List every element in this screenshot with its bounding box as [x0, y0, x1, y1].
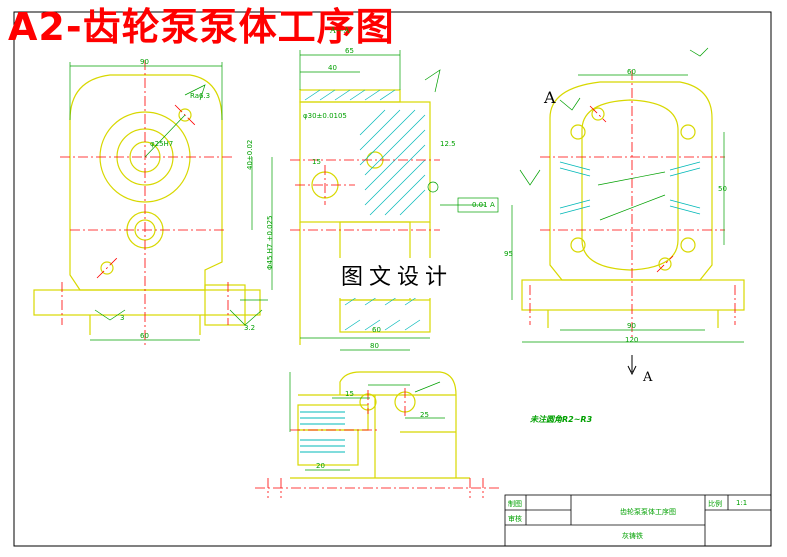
detail-hatch — [300, 411, 345, 453]
section-caption: A—A — [330, 26, 350, 35]
title-block-scale-label: 比例 — [708, 500, 722, 508]
section-dimension-lines — [299, 50, 499, 351]
dim-front-center-height: Φ45 H7 +0.025 — [266, 215, 274, 271]
dim-front-height: 40±0.02 — [246, 139, 254, 170]
front-view — [33, 74, 261, 335]
roughness-a: Ra6.3 — [190, 92, 211, 100]
datum-label: A — [490, 201, 495, 209]
dim-section-bottom-inner: 60 — [372, 326, 381, 334]
title-block-material: 灰铸铁 — [622, 532, 643, 540]
dim-section-bottom: 80 — [370, 342, 379, 350]
detail-centerlines — [255, 388, 500, 498]
drawing-title: A2-齿轮泵泵体工序图 — [8, 5, 395, 49]
title-block-checked: 审核 — [508, 515, 522, 523]
dim-front-bottom-width: 60 — [140, 332, 149, 340]
right-hatch — [559, 161, 701, 215]
dim-detail-offset: 15 — [345, 390, 354, 398]
title-block-name: 齿轮泵泵体工序图 — [620, 508, 676, 516]
dim-front-top-width: 90 — [140, 58, 149, 66]
right-centerlines — [529, 70, 736, 340]
title-block-scale-value: 1:1 — [736, 499, 748, 507]
view-label-a: A — [544, 88, 556, 107]
sheet-border — [13, 11, 772, 547]
dim-front-base: 3 — [120, 314, 125, 322]
right-dimension-lines — [511, 47, 744, 343]
dim-right-top: 60 — [627, 68, 636, 76]
technical-note: 未注圆角R2~R3 — [530, 415, 593, 424]
dim-front-hole: φ25H7 — [150, 140, 174, 148]
title-block-drawn: 制图 — [508, 500, 522, 508]
arrow-label-a: A — [643, 370, 653, 385]
roughness-b: 3.2 — [244, 324, 256, 332]
dim-section-bore: φ30±0.0105 — [303, 112, 347, 120]
dim-detail-width: 20 — [316, 462, 325, 470]
dim-right-width: 120 — [625, 336, 639, 344]
section-view — [299, 89, 431, 345]
watermark: 图文设计 — [318, 258, 476, 298]
front-dimension-lines — [69, 62, 273, 341]
right-view — [521, 81, 745, 328]
dim-detail-depth: 25 — [420, 411, 429, 419]
dim-right-height: 50 — [718, 185, 727, 193]
front-centerlines — [60, 60, 235, 345]
dim-section-inner: 40 — [328, 64, 337, 72]
title-block-frame — [504, 494, 772, 547]
dim-section-depth: 15 — [312, 158, 321, 166]
dim-section-width: 65 — [345, 47, 354, 55]
roughness-c: 12.5 — [440, 140, 456, 148]
section-centerlines — [290, 159, 440, 231]
dim-right-total: 95 — [504, 250, 513, 258]
detail-dimension-lines — [289, 372, 445, 471]
dim-right-width-inner: 90 — [627, 322, 636, 330]
view-arrow — [627, 355, 637, 376]
tolerance-value: 0.01 — [472, 201, 488, 209]
